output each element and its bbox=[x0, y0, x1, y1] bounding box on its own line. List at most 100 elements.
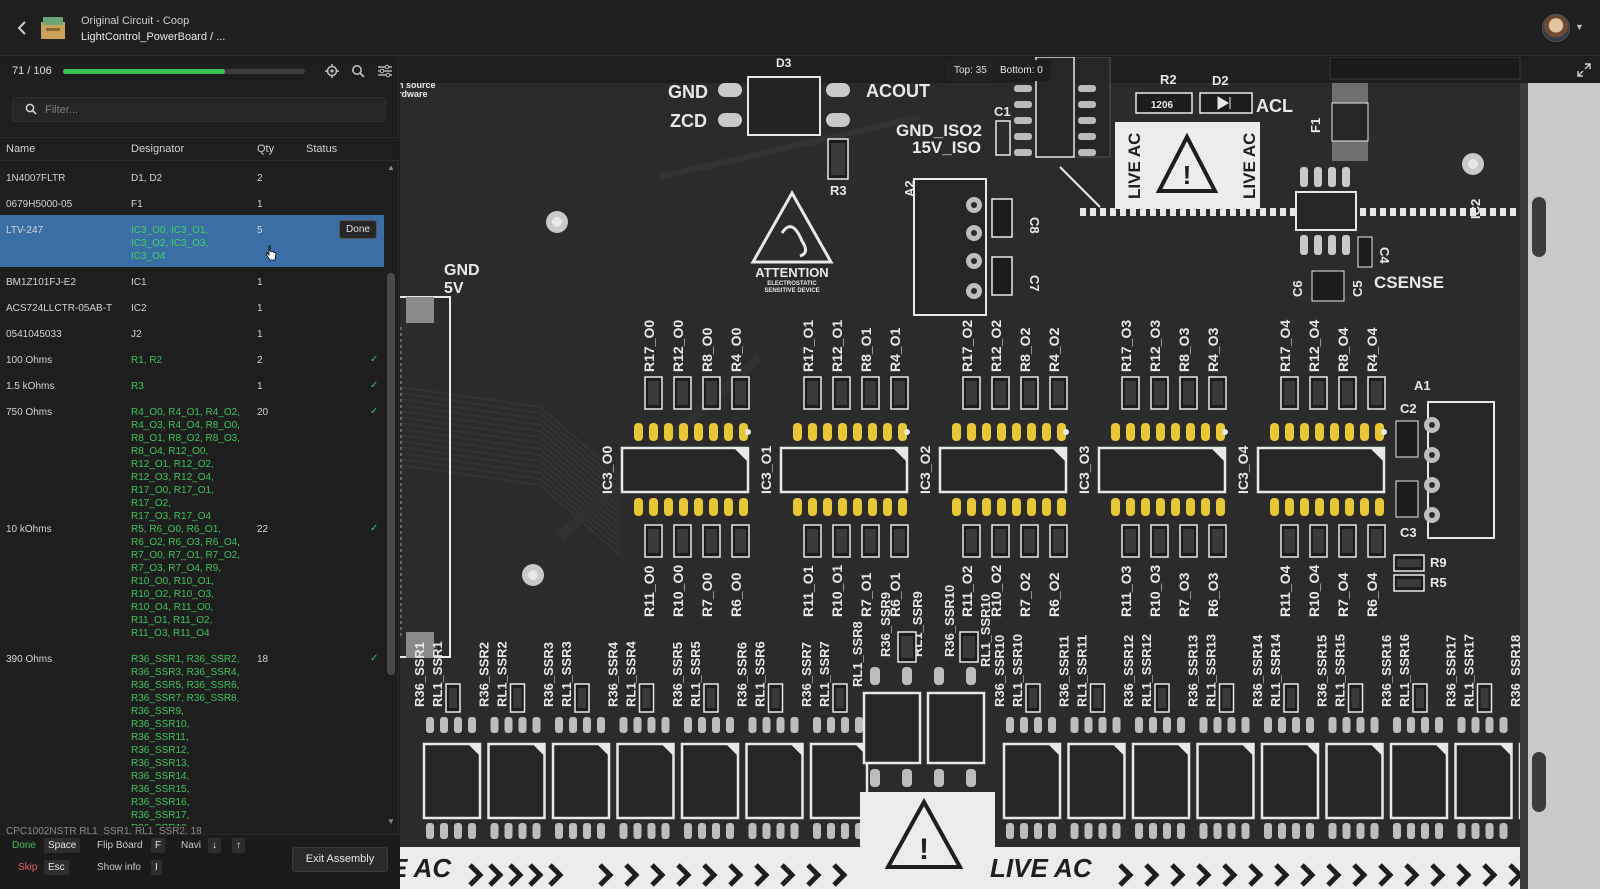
filter-input[interactable] bbox=[45, 101, 375, 119]
column-name[interactable]: Name bbox=[6, 143, 36, 155]
ssr-pad bbox=[532, 823, 541, 839]
ssr-rl1-ssr10 bbox=[1002, 742, 1062, 820]
hotkey-info-label[interactable]: Show info bbox=[97, 862, 141, 873]
ssr-pad bbox=[1306, 823, 1314, 839]
resistor-r12_o0-body bbox=[677, 381, 688, 405]
refdes-r2: R2 bbox=[1160, 72, 1177, 87]
opto-pad bbox=[853, 498, 862, 516]
arrow-chevron bbox=[702, 863, 718, 887]
opto-pad bbox=[883, 498, 892, 516]
hotkey-done-label[interactable]: Done bbox=[12, 840, 36, 851]
filter-field[interactable] bbox=[12, 97, 386, 122]
chevron-down-icon[interactable]: ▼ bbox=[1575, 22, 1584, 32]
refdes-rl1-ssr16: RL1_SSR16 bbox=[1397, 634, 1412, 707]
breadcrumb-org[interactable]: Original Circuit - Coop bbox=[81, 15, 190, 27]
avatar[interactable] bbox=[1542, 14, 1570, 42]
table-row-partial[interactable]: CPC1002NSTR RL1_SSR1, RL1_SSR2, 18 bbox=[6, 826, 202, 837]
refdes-r6_o3: R6_O3 bbox=[1205, 572, 1221, 617]
opto-pad bbox=[694, 498, 703, 516]
ssr-pad bbox=[1177, 717, 1185, 733]
breadcrumb-project[interactable]: LightControl_PowerBoard / ... bbox=[81, 31, 226, 43]
resistor-r36-ssr7-body bbox=[836, 688, 844, 708]
opto-pad bbox=[868, 423, 877, 441]
refdes-r11_o1: R11_O1 bbox=[800, 565, 816, 617]
ssr-pad bbox=[698, 823, 706, 839]
scrollbar-thumb[interactable] bbox=[387, 273, 395, 675]
table-scrollbar[interactable]: ▲ ▼ bbox=[386, 163, 396, 828]
back-button[interactable] bbox=[12, 16, 32, 40]
hotkey-flip-label[interactable]: Flip Board bbox=[97, 840, 143, 851]
refdes-r10_o0: R10_O0 bbox=[670, 565, 686, 617]
opto-pad bbox=[1171, 498, 1180, 516]
pad-hole bbox=[1429, 452, 1435, 458]
fullscreen-button[interactable] bbox=[1576, 63, 1592, 79]
column-qty[interactable]: Qty bbox=[257, 143, 275, 155]
ssr-pad bbox=[827, 823, 835, 839]
opto-pad bbox=[1375, 423, 1384, 441]
pad bbox=[1300, 167, 1308, 187]
hotkey-skip-label[interactable]: Skip bbox=[18, 862, 38, 873]
ssr-pad bbox=[426, 717, 434, 733]
ssr-rl1-ssr16 bbox=[1389, 742, 1449, 820]
warning-icon-mark: ! bbox=[1183, 160, 1192, 190]
ssr-pad bbox=[1499, 717, 1508, 733]
resistor-r11_o0-body bbox=[648, 529, 659, 553]
resistor-r3-body bbox=[831, 143, 845, 175]
part-name: ACS724LLCTR-05AB-T bbox=[6, 303, 113, 314]
search-icon bbox=[352, 65, 365, 78]
chevron-down-icon[interactable]: ▼ bbox=[387, 817, 395, 826]
pcb-trace bbox=[400, 428, 621, 520]
refdes-r4_o1: R4_O1 bbox=[887, 327, 903, 372]
column-status[interactable]: Status bbox=[306, 143, 338, 155]
connector-pin bbox=[400, 603, 402, 606]
resistor-r17_o3-body bbox=[1125, 381, 1136, 405]
resistor-r36-ssr10-body bbox=[1029, 688, 1037, 708]
opto-pad bbox=[1141, 498, 1150, 516]
pcb-trace bbox=[400, 464, 621, 556]
designator-list: R4_O0, R4_O1, R4_O2, R4_O3, R4_O4, R8_O0… bbox=[131, 407, 240, 522]
resistor-r10_o3-body bbox=[1154, 529, 1165, 553]
arrow-chevron bbox=[754, 863, 770, 887]
pin1-notch bbox=[726, 744, 738, 756]
filter-settings-button[interactable] bbox=[376, 62, 394, 80]
opto-pad bbox=[868, 498, 877, 516]
hotkey-navi-label[interactable]: Navi bbox=[181, 840, 202, 851]
ssr-pad bbox=[1435, 717, 1443, 733]
pin1-notch bbox=[893, 448, 907, 462]
capacitor-c7 bbox=[991, 256, 1013, 296]
refdes-r7_o0: R7_O0 bbox=[699, 572, 715, 617]
ssr-pad bbox=[870, 667, 880, 685]
refdes-r36-ssr14: R36_SSR14 bbox=[1250, 634, 1265, 707]
refdes-r12_o4: R12_O4 bbox=[1306, 320, 1322, 372]
resistor-r36-ssr1-body bbox=[449, 688, 457, 708]
connector-pin bbox=[400, 573, 402, 576]
part-qty: 1 bbox=[257, 303, 263, 314]
refdes-c7: C7 bbox=[1027, 275, 1042, 292]
exit-assembly-button[interactable]: Exit Assembly bbox=[292, 847, 388, 872]
net-label-5v: 5V bbox=[444, 280, 464, 297]
edge-cutout bbox=[1532, 752, 1546, 812]
column-designator[interactable]: Designator bbox=[131, 143, 185, 155]
ssr-pad bbox=[1393, 717, 1401, 733]
pin1-notch bbox=[661, 744, 674, 756]
chevron-up-icon[interactable]: ▲ bbox=[387, 163, 395, 172]
settings-button[interactable] bbox=[323, 62, 341, 80]
search-button[interactable] bbox=[349, 62, 367, 80]
ssr-pad bbox=[454, 717, 462, 733]
done-button[interactable]: Done bbox=[339, 220, 377, 239]
connector-pin bbox=[400, 417, 402, 420]
refdes-c1: C1 bbox=[994, 104, 1011, 119]
